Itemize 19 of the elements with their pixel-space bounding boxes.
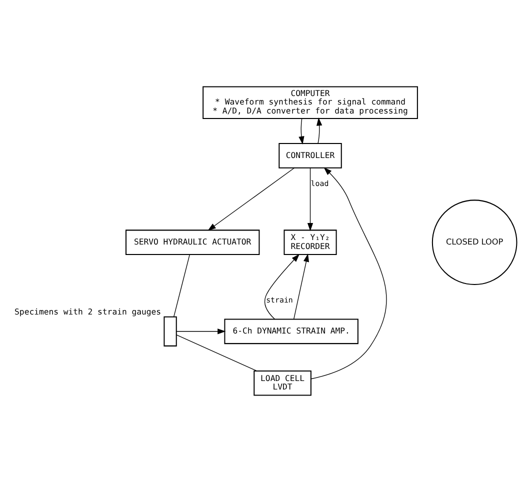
arrow (307, 167, 314, 231)
node-box: COMPUTER * Waveform synthesis for signal command * A/D, D/A converter for data processing (202, 86, 418, 118)
node-bar (164, 316, 177, 346)
arrow (208, 167, 295, 230)
node-circle: CLOSED LOOP (432, 199, 518, 285)
node-label: Specimens with 2 strain gauges (14, 306, 162, 316)
arrow (264, 253, 300, 319)
node-box: SERVO HYDRAULIC ACTUATOR (125, 229, 260, 255)
node-box: 6-Ch DYNAMIC STRAIN AMP. (224, 318, 358, 344)
node-box: X - Y₁Y₂ RECORDER (284, 229, 337, 255)
connector (176, 334, 258, 371)
arrow (176, 328, 226, 334)
arrow (316, 117, 322, 144)
connector (174, 254, 190, 317)
arrow (310, 166, 387, 379)
node-box: CONTROLLER (278, 142, 342, 168)
node-box: LOAD CELL LVDT (254, 370, 312, 396)
arrow (298, 118, 304, 144)
arrow (294, 253, 310, 319)
